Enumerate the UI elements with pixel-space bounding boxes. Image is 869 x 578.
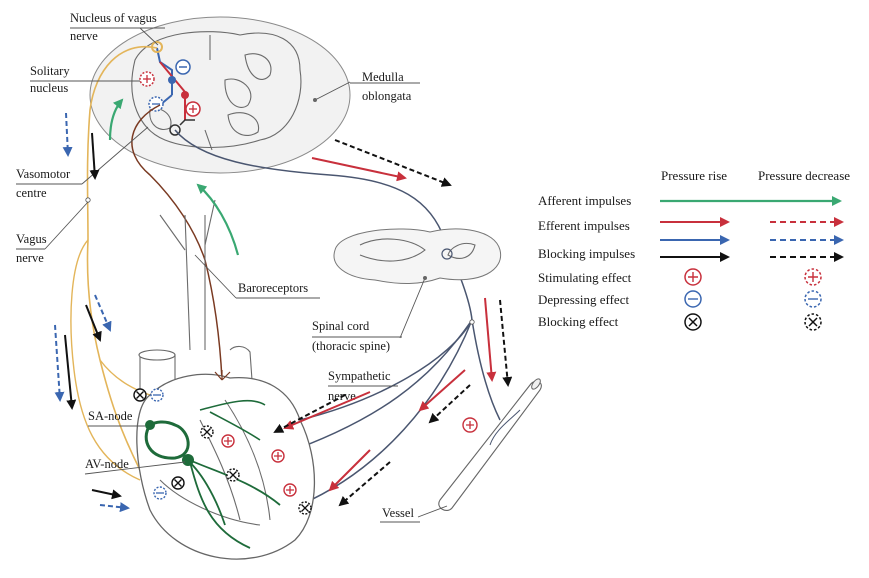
label-vessel: Vessel (382, 506, 414, 520)
stimulating-symbol (685, 269, 821, 285)
depressing-symbol (685, 291, 821, 307)
label-nucleus-vagus-2: nerve (70, 29, 98, 43)
legend-stimulating-label: Stimulating effect (538, 270, 632, 285)
label-medulla: Medulla (362, 70, 404, 84)
legend-efferent-label: Efferent impulses (538, 218, 630, 233)
label-sympathetic: Sympathetic (328, 369, 391, 383)
legend-blocking-label: Blocking impulses (538, 246, 635, 261)
label-vagus-2: nerve (16, 251, 44, 265)
label-solitary-2: nucleus (30, 81, 68, 95)
label-vasomotor: Vasomotor (16, 167, 71, 181)
label-baroreceptors: Baroreceptors (238, 281, 308, 295)
medulla-oblongata (90, 17, 350, 173)
legend: Pressure rise Pressure decrease Afferent… (538, 168, 850, 330)
label-nucleus-vagus: Nucleus of vagus (70, 11, 157, 25)
legend-depressing-label: Depressing effect (538, 292, 629, 307)
label-medulla-2: oblongata (362, 89, 412, 103)
vessel (418, 377, 542, 517)
blocking-symbol (685, 314, 821, 330)
label-spinal-cord: Spinal cord (312, 319, 370, 333)
label-vasomotor-2: centre (16, 186, 47, 200)
legend-afferent-label: Afferent impulses (538, 193, 631, 208)
legend-header-decrease: Pressure decrease (758, 168, 850, 183)
heart (137, 200, 315, 559)
label-vagus: Vagus (16, 232, 47, 246)
label-solitary: Solitary (30, 64, 70, 78)
legend-header-rise: Pressure rise (661, 168, 727, 183)
label-spinal-cord-2: (thoracic spine) (312, 339, 390, 353)
label-sa-node: SA-node (88, 409, 133, 423)
label-av-node: AV-node (85, 457, 129, 471)
legend-blocking-effect-label: Blocking effect (538, 314, 619, 329)
